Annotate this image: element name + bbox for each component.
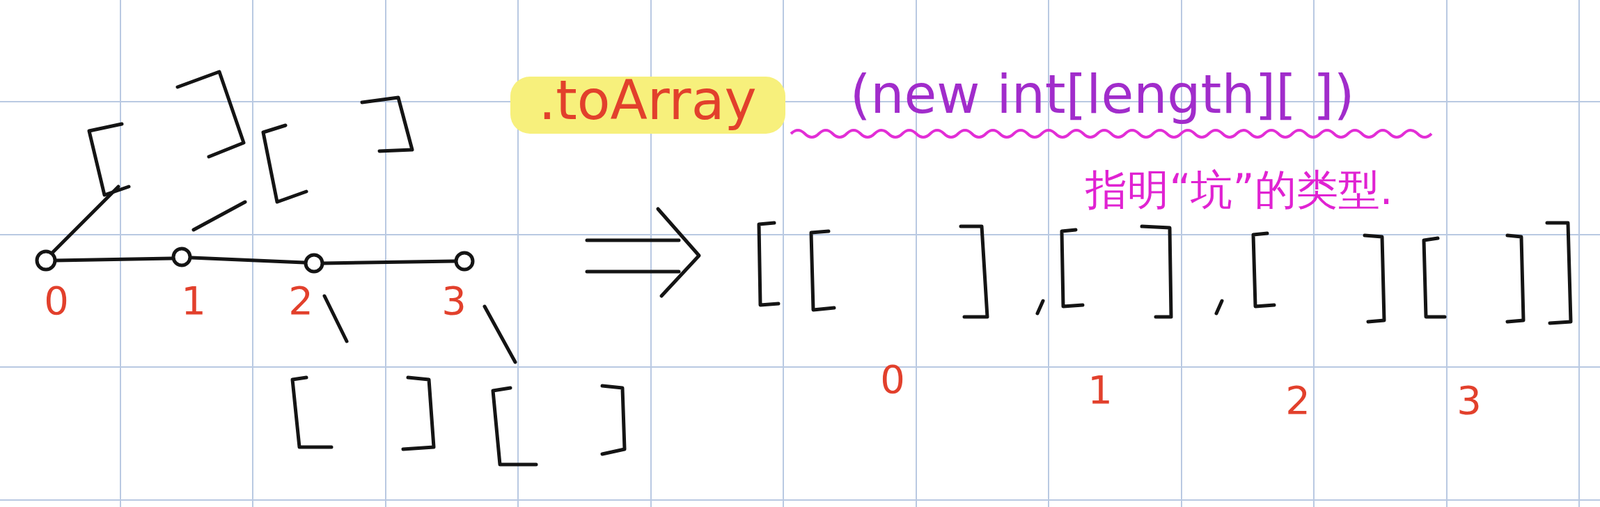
sketch-stroke [1446,0,1448,507]
annotation-note: 指明“坑”的类型. [1085,165,1393,214]
sketch-stroke [517,0,519,507]
sketch-stroke [362,97,413,152]
sketch-stroke [52,186,119,253]
sketch-stroke [758,222,779,305]
sketch-stroke [1507,235,1524,322]
sketch-stroke [324,295,347,342]
double-arrow [586,208,700,296]
sketch-stroke [782,0,784,507]
sketch-stroke [484,306,516,363]
sketch-stroke [811,231,835,310]
sketch-stroke [0,366,1600,368]
sketch-stroke [36,251,56,270]
method-argument: (new int[length][ ]) [850,64,1355,125]
sketch-stroke [0,233,1600,236]
sketch-stroke [1061,229,1083,307]
sketch-stroke [602,385,625,454]
sketch-stroke [191,257,305,263]
sketch-stroke [1578,0,1580,507]
wavy-underline [790,130,1432,138]
sketch-stroke [0,100,1600,103]
sketch-stroke [89,123,129,195]
sketch-stroke [0,499,1600,501]
sketch-stroke [657,208,700,296]
sketch-stroke [305,254,323,272]
index-number: 2 [1285,378,1311,423]
sketch-stroke [1253,233,1275,307]
sketch-stroke [586,270,679,274]
sketch-stroke [960,226,988,317]
sketch-stroke [252,0,254,507]
sketch-stroke [492,387,537,465]
sketch-stroke [385,0,387,507]
sketch-stroke [586,238,679,243]
sketch-stroke [456,252,473,270]
sketch-stroke [1547,222,1571,324]
sketch-stroke [119,0,122,507]
index-number: 3 [1456,378,1482,423]
sketch-stroke [403,377,434,450]
sketch-stroke [173,248,191,266]
index-number: 0 [43,278,69,324]
sketch-stroke [292,377,332,447]
sketch-stroke [193,201,246,230]
sketch-stroke [323,261,455,264]
index-number: 3 [441,278,467,324]
sketch-stroke [1423,238,1445,317]
sketch-stroke [1141,226,1172,317]
sketch-stroke [177,71,244,157]
index-number: 1 [181,278,207,324]
sketch-stroke [55,258,172,261]
linked-structure [36,71,625,465]
index-number: 1 [1087,367,1113,413]
index-number: 2 [288,278,314,324]
index-number: 0 [880,357,906,402]
sketch-stroke [1037,300,1043,314]
sketch-stroke [1216,300,1222,314]
nested-array-brackets [758,222,1571,324]
sketch-stroke [1364,235,1385,322]
sketch-stroke [263,125,307,202]
method-name: .toArray [538,69,757,133]
